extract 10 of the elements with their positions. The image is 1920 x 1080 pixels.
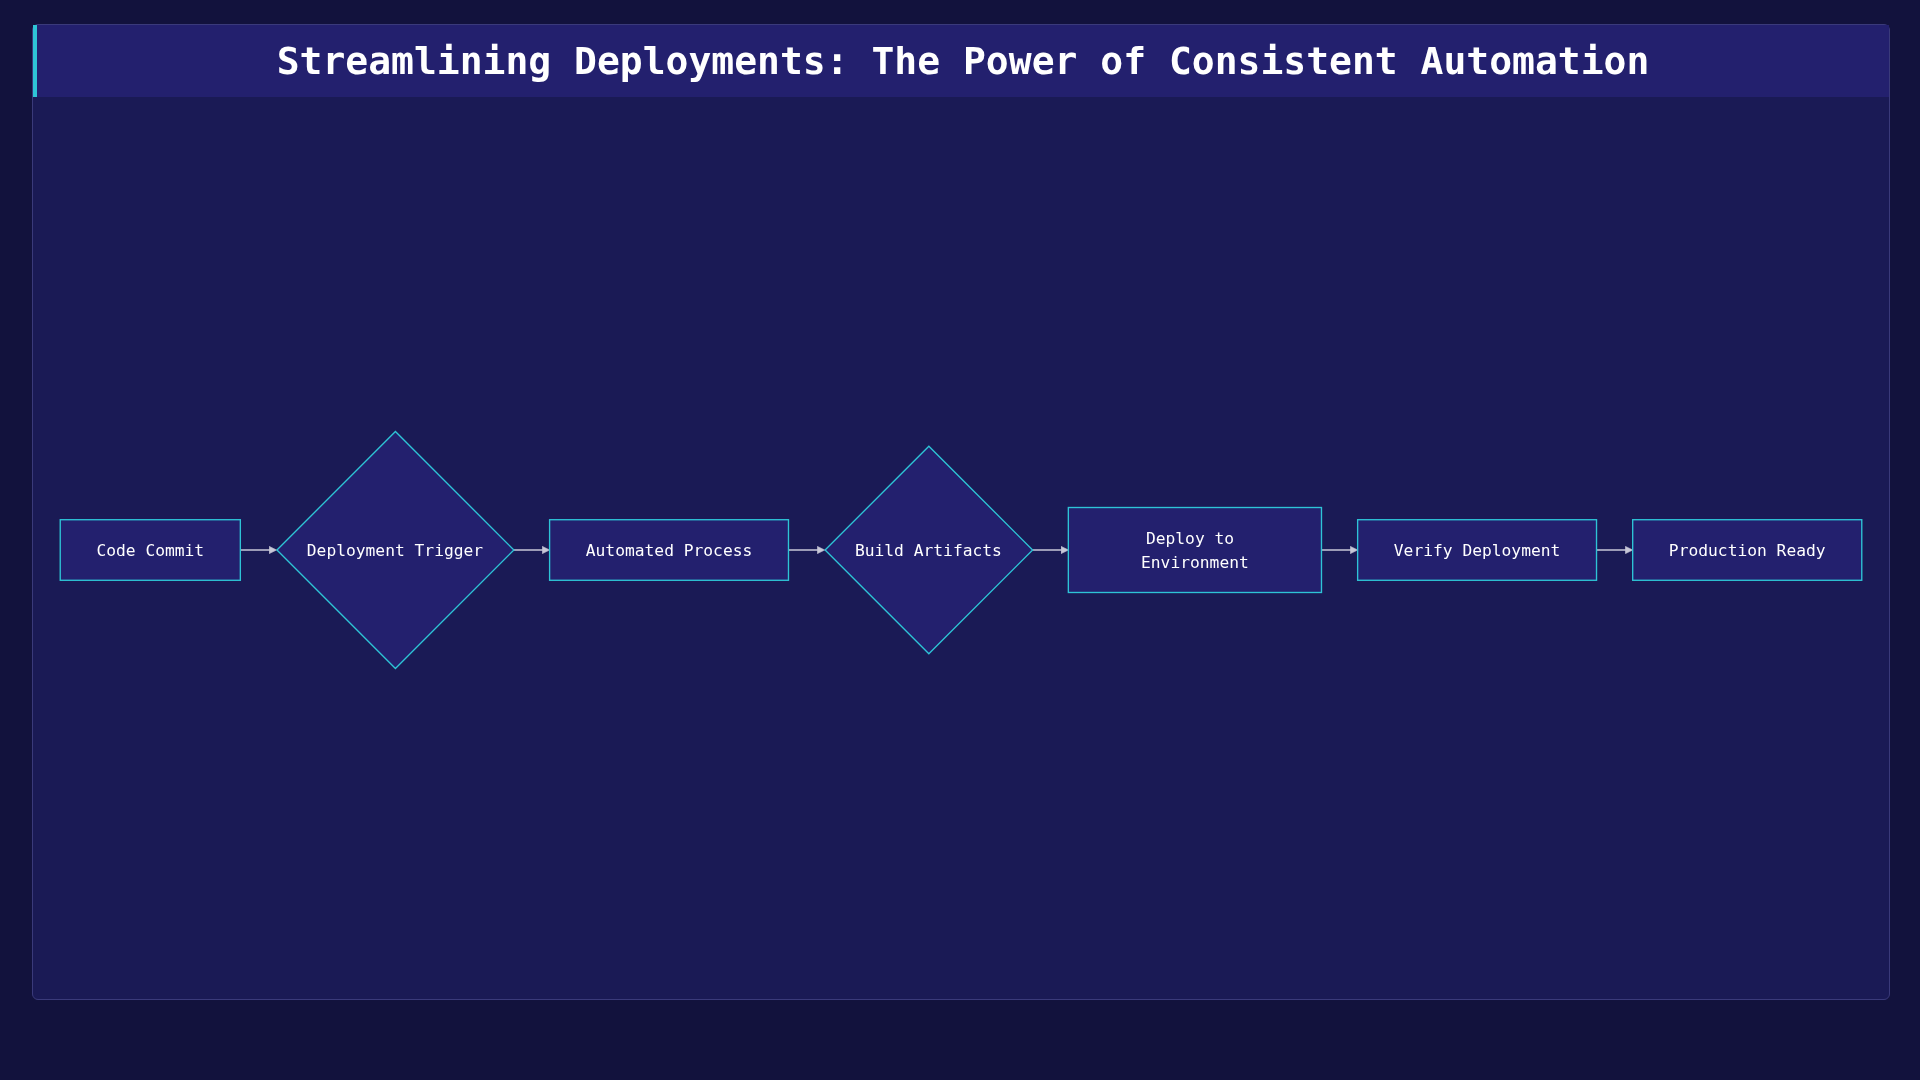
- node-diamond: Deployment Trigger: [276, 430, 515, 670]
- title: Streamlining Deployments: The Power of Consistent Automation: [33, 25, 1889, 97]
- arrow: [512, 546, 550, 554]
- node-box: Code Commit: [59, 519, 241, 581]
- node-box: Production Ready: [1632, 519, 1863, 581]
- node-box: Deploy to Environment: [1067, 506, 1323, 594]
- arrow: [1031, 546, 1069, 554]
- node-box: Automated Process: [548, 519, 790, 581]
- node-box: Verify Deployment: [1356, 519, 1598, 581]
- node-diamond: Build Artifacts: [824, 445, 1034, 655]
